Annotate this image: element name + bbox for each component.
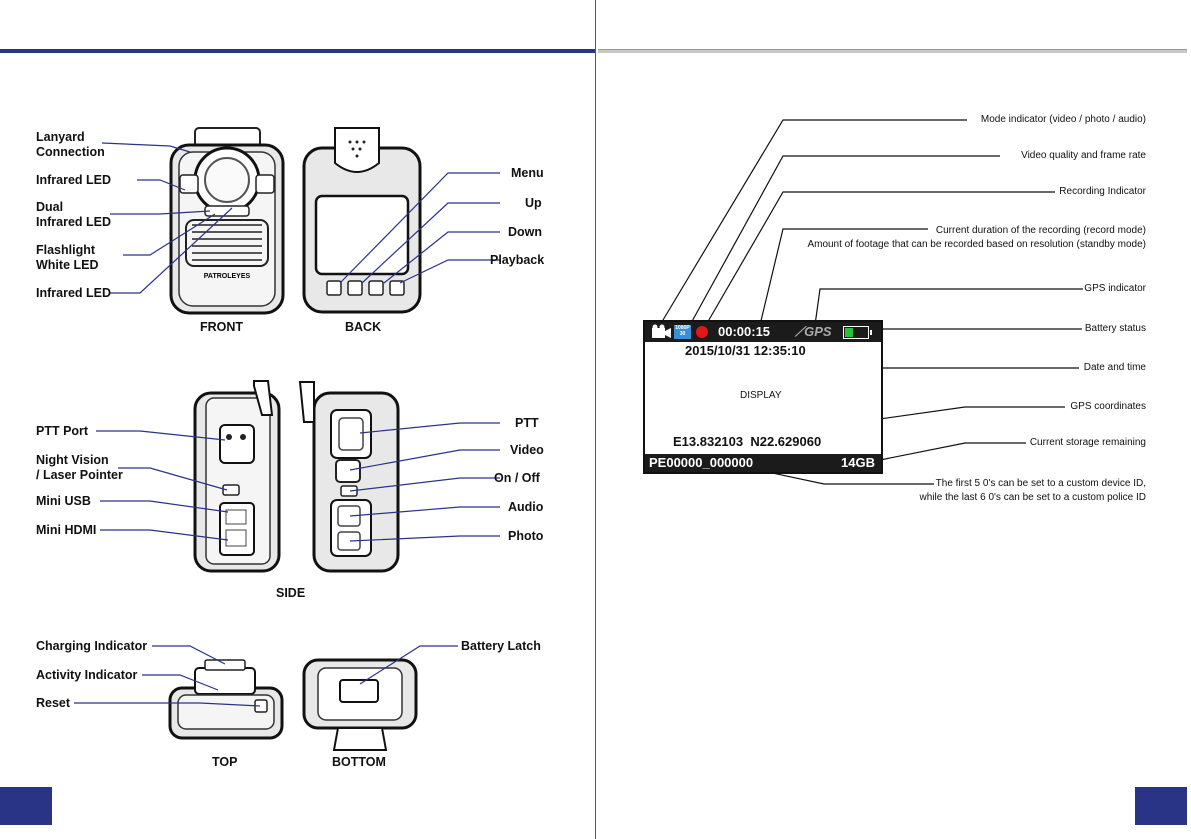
front-view-drawing: PATROLEYES	[169, 127, 285, 315]
camera-display: 1080P 30 00:00:15 ⟋GPS 2015/10/31 12:35:…	[643, 320, 883, 474]
annotation-battery-status: Battery status	[1084, 323, 1146, 334]
label-up: Up	[525, 196, 542, 210]
annotation-current-duration: Current duration of the recording (recor…	[807, 225, 1146, 250]
header-rule	[0, 49, 595, 53]
annotation-video-quality: Video quality and frame rate	[1021, 150, 1146, 161]
back-view-drawing	[302, 127, 422, 314]
label-lanyard-connection: Lanyard Connection	[36, 130, 105, 159]
label-audio: Audio	[508, 500, 544, 514]
display-label: DISPLAY	[740, 390, 782, 401]
label-ptt: PTT	[515, 416, 539, 430]
annotation-gps-indicator: GPS indicator	[1084, 283, 1146, 294]
label-flashlight-white-led: Flashlight White LED	[36, 243, 99, 272]
header-rule	[598, 49, 1187, 53]
label-infrared-led-bottom: Infrared LED	[36, 286, 112, 300]
annotation-mode-indicator: Mode indicator (video / photo / audio)	[980, 114, 1146, 125]
top-view-drawing	[168, 659, 284, 740]
annotation-recording-indicator: Recording Indicator	[1059, 186, 1146, 197]
label-activity-indicator: Activity Indicator	[36, 668, 138, 682]
caption-back: BACK	[345, 320, 382, 334]
label-charging-indicator: Charging Indicator	[36, 639, 148, 653]
annotation-storage-remaining: Current storage remaining	[1029, 437, 1146, 448]
display-gps-coordinates: E13.832103 N22.629060	[673, 434, 822, 449]
label-ptt-port: PTT Port	[36, 424, 89, 438]
satellite-icon: ⟋	[795, 324, 805, 339]
label-mini-hdmi: Mini HDMI	[36, 523, 97, 537]
label-video: Video	[510, 443, 544, 457]
annotation-date-time: Date and time	[1083, 362, 1146, 373]
video-camera-icon	[652, 324, 671, 338]
page-number-tab-left	[0, 787, 52, 825]
label-playback: Playback	[490, 253, 545, 267]
label-infrared-led-top: Infrared LED	[36, 173, 112, 187]
label-menu: Menu	[511, 166, 544, 180]
side-view-right-drawing	[298, 381, 400, 573]
leader-lines-left	[74, 142, 500, 707]
caption-side: SIDE	[276, 586, 306, 600]
left-page	[0, 0, 596, 839]
gps-indicator: ⟋GPS	[795, 324, 832, 339]
label-photo: Photo	[508, 529, 544, 543]
label-battery-latch: Battery Latch	[461, 639, 541, 653]
annotation-device-id: The first 5 0's can be set to a custom d…	[919, 478, 1146, 503]
annotation-gps-coordinates: GPS coordinates	[1070, 401, 1146, 412]
label-night-vision: Night Vision / Laser Pointer	[36, 453, 123, 482]
page-number-tab-right	[1135, 787, 1187, 825]
display-footer-bar: PE00000_000000 14GB	[645, 454, 881, 472]
display-device-id: PE00000_000000	[649, 455, 754, 470]
record-dot-icon	[696, 326, 708, 338]
label-down: Down	[508, 225, 543, 239]
label-reset: Reset	[36, 696, 71, 710]
label-dual-infrared-led: Dual Infrared LED	[36, 200, 112, 229]
caption-top: TOP	[212, 755, 238, 769]
display-status-bar: 1080P 30 00:00:15 ⟋GPS	[645, 322, 881, 342]
bottom-view-drawing	[302, 658, 418, 751]
quality-badge: 1080P 30	[674, 325, 691, 339]
battery-icon	[843, 326, 872, 339]
side-view-left-drawing	[193, 380, 281, 573]
display-datetime: 2015/10/31 12:35:10	[685, 343, 806, 358]
device-brand: PATROLEYES	[204, 273, 251, 280]
label-on-off: On / Off	[494, 471, 540, 485]
caption-bottom: BOTTOM	[332, 755, 386, 769]
label-mini-usb: Mini USB	[36, 494, 91, 508]
caption-front: FRONT	[200, 320, 244, 334]
display-timer: 00:00:15	[718, 324, 771, 339]
display-storage: 14GB	[841, 455, 875, 470]
